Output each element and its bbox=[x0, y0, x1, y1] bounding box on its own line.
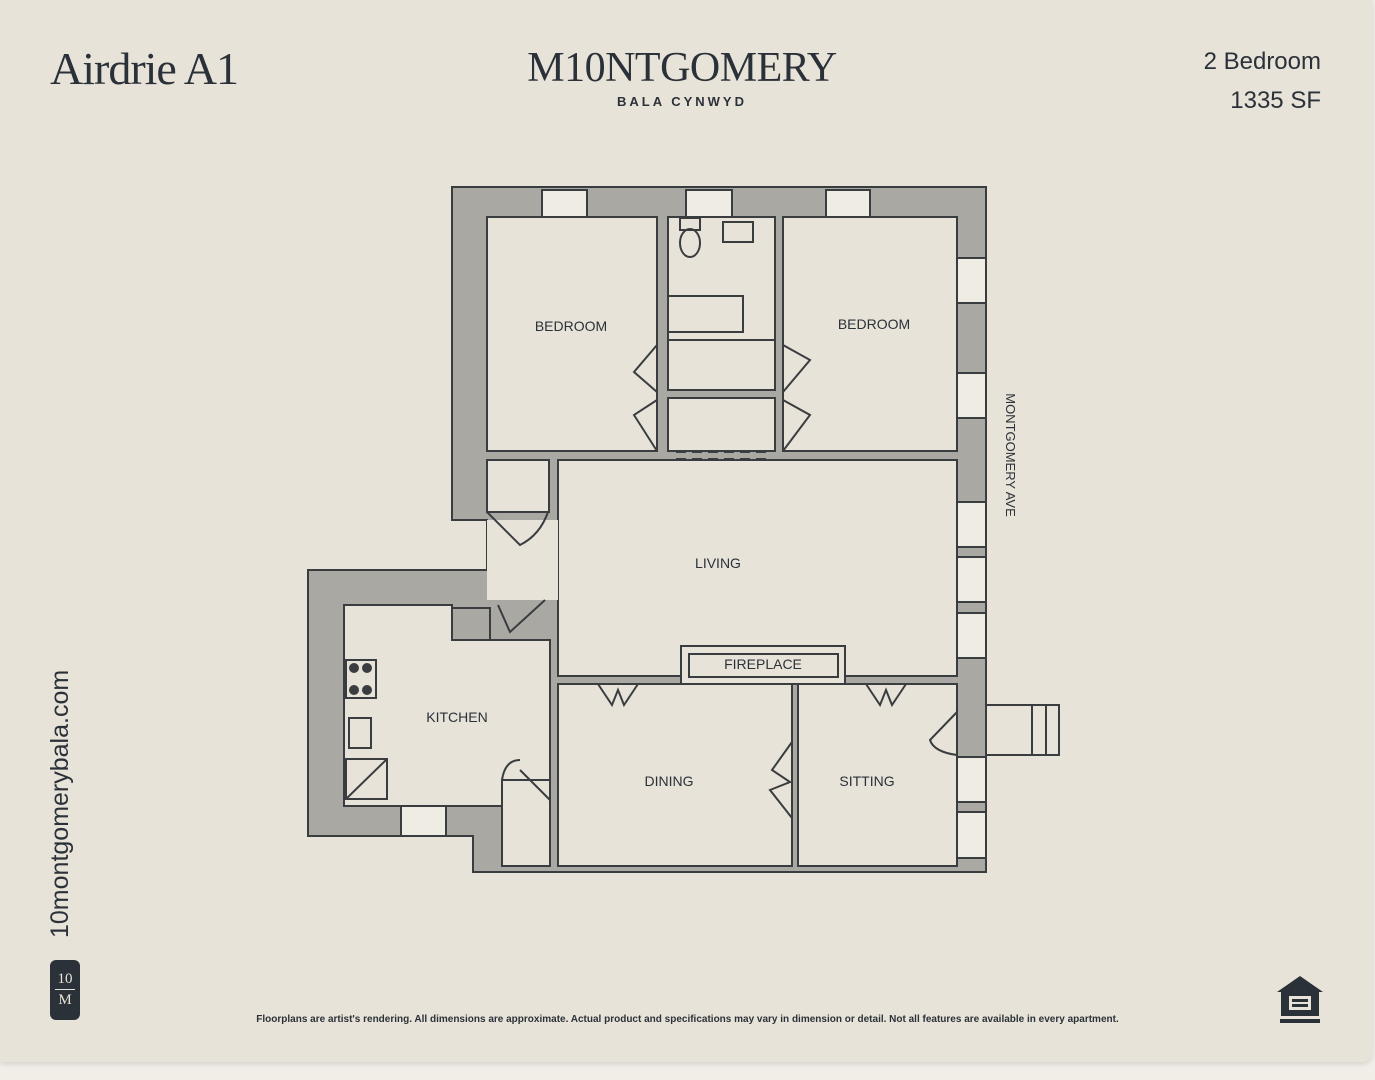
kitchen-closet bbox=[501, 779, 551, 867]
room-kitchen bbox=[343, 604, 551, 807]
logo-main: M10NTGOMERY bbox=[527, 45, 837, 91]
door-closet-right bbox=[782, 344, 812, 393]
logo-sub: BALA CYNWYD bbox=[616, 94, 747, 109]
door-bifold-dining bbox=[597, 683, 639, 708]
room-bathroom bbox=[667, 216, 776, 341]
room-bedroom-right bbox=[782, 216, 958, 452]
brand-logo: M10NTGOMERY BALA CYNWYD bbox=[500, 46, 864, 109]
room-living bbox=[557, 459, 958, 677]
door-kitchen-closet bbox=[501, 759, 551, 801]
equal-housing-opportunity-icon bbox=[1277, 976, 1323, 1023]
door-hall-closet bbox=[486, 511, 549, 547]
square-feet: 1335 SF bbox=[1230, 87, 1321, 114]
room-sitting bbox=[797, 683, 958, 867]
label-bedroom-right: BEDROOM bbox=[838, 316, 910, 332]
disclaimer: Floorplans are artist's rendering. All d… bbox=[256, 1014, 1119, 1025]
stove bbox=[345, 659, 377, 699]
door-closet-left bbox=[632, 344, 658, 393]
entry-steps bbox=[985, 704, 1060, 756]
website-link[interactable]: 10montgomerybala.com bbox=[46, 669, 74, 938]
kitchen-sink bbox=[348, 717, 372, 749]
windows bbox=[400, 189, 987, 859]
unit-meta: 2 Bedroom 1335 SF bbox=[1204, 42, 1321, 120]
label-fireplace: FIREPLACE bbox=[724, 656, 802, 672]
room-bedroom-left bbox=[486, 216, 658, 452]
entry-hall bbox=[487, 520, 558, 600]
fireplace-inner bbox=[688, 653, 839, 678]
door-bifold-sitting bbox=[865, 683, 907, 708]
closet-lower bbox=[667, 397, 776, 452]
label-living: LIVING bbox=[695, 555, 741, 571]
badge-bottom: M bbox=[58, 992, 72, 1008]
unit-title: Airdrie A1 bbox=[50, 43, 239, 94]
sink bbox=[722, 221, 754, 243]
bedroom-count: 2 Bedroom bbox=[1203, 48, 1321, 75]
bathtub bbox=[667, 295, 744, 333]
room-dining bbox=[557, 683, 793, 867]
label-kitchen: KITCHEN bbox=[426, 709, 487, 725]
label-street: MONTGOMERY AVE bbox=[1003, 393, 1018, 517]
hall-closet bbox=[486, 459, 550, 513]
badge-top: 10 bbox=[57, 971, 73, 987]
door-entry bbox=[928, 711, 958, 756]
door-bifold-pocket bbox=[768, 741, 793, 819]
fridge bbox=[345, 758, 388, 800]
label-bedroom-left: BEDROOM bbox=[535, 318, 607, 334]
counter-top bbox=[451, 607, 491, 641]
closet-upper bbox=[667, 339, 776, 391]
label-dining: DINING bbox=[645, 773, 694, 789]
door-kitchen bbox=[497, 599, 546, 634]
fixtures bbox=[345, 217, 1060, 819]
label-sitting: SITTING bbox=[839, 773, 894, 789]
